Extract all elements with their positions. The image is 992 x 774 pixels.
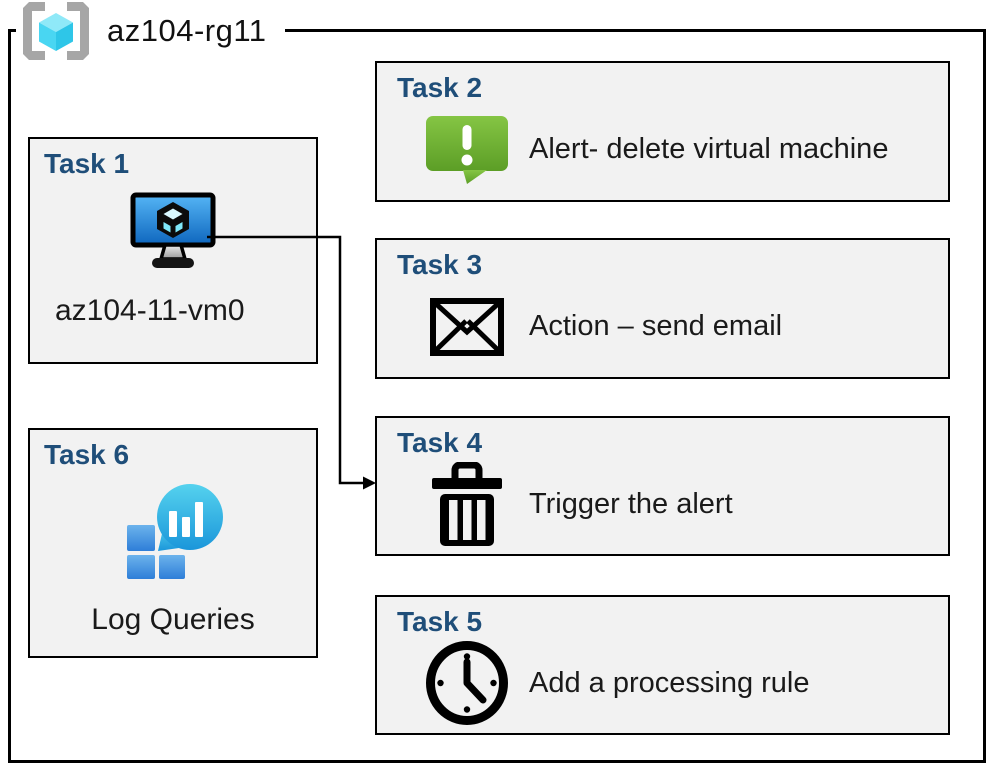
clock-icon — [423, 639, 511, 727]
task-2-title: Task 2 — [397, 72, 483, 103]
task-5-title: Task 5 — [397, 606, 483, 637]
task-6-title: Task 6 — [44, 439, 130, 470]
task-3-card: Task 3 Action – send email — [375, 238, 950, 379]
task-5-card: Task 5 Add a processing rule — [375, 595, 950, 735]
task-3-title: Task 3 — [397, 249, 483, 280]
log-queries-icon — [127, 483, 223, 579]
task-2-card: Task 2 Alert- delete virtual machine — [375, 61, 950, 202]
resource-group-icon — [23, 2, 89, 60]
task-1-card: Task 1 az104-11-vm0 — [28, 137, 318, 364]
task-4-label: Trigger the alert — [529, 487, 733, 520]
task-4-title: Task 4 — [397, 427, 483, 458]
email-envelope-icon — [423, 297, 511, 356]
task-3-label: Action – send email — [529, 310, 783, 343]
task-6-label: Log Queries — [91, 602, 255, 636]
task-5-label: Add a processing rule — [529, 666, 810, 699]
alert-message-icon — [423, 115, 511, 185]
task-1-label: az104-11-vm0 — [55, 293, 245, 327]
resource-group-legend: az104-rg11 — [16, 0, 285, 62]
task-2-label: Alert- delete virtual machine — [529, 133, 889, 166]
resource-group-name: az104-rg11 — [107, 13, 267, 48]
task-1-title: Task 1 — [44, 148, 130, 179]
task-6-card: Task 6 Log Queries — [28, 428, 318, 658]
virtual-machine-icon — [130, 192, 216, 268]
task-4-card: Task 4 Trigger the alert — [375, 416, 950, 556]
trash-delete-icon — [423, 462, 511, 547]
